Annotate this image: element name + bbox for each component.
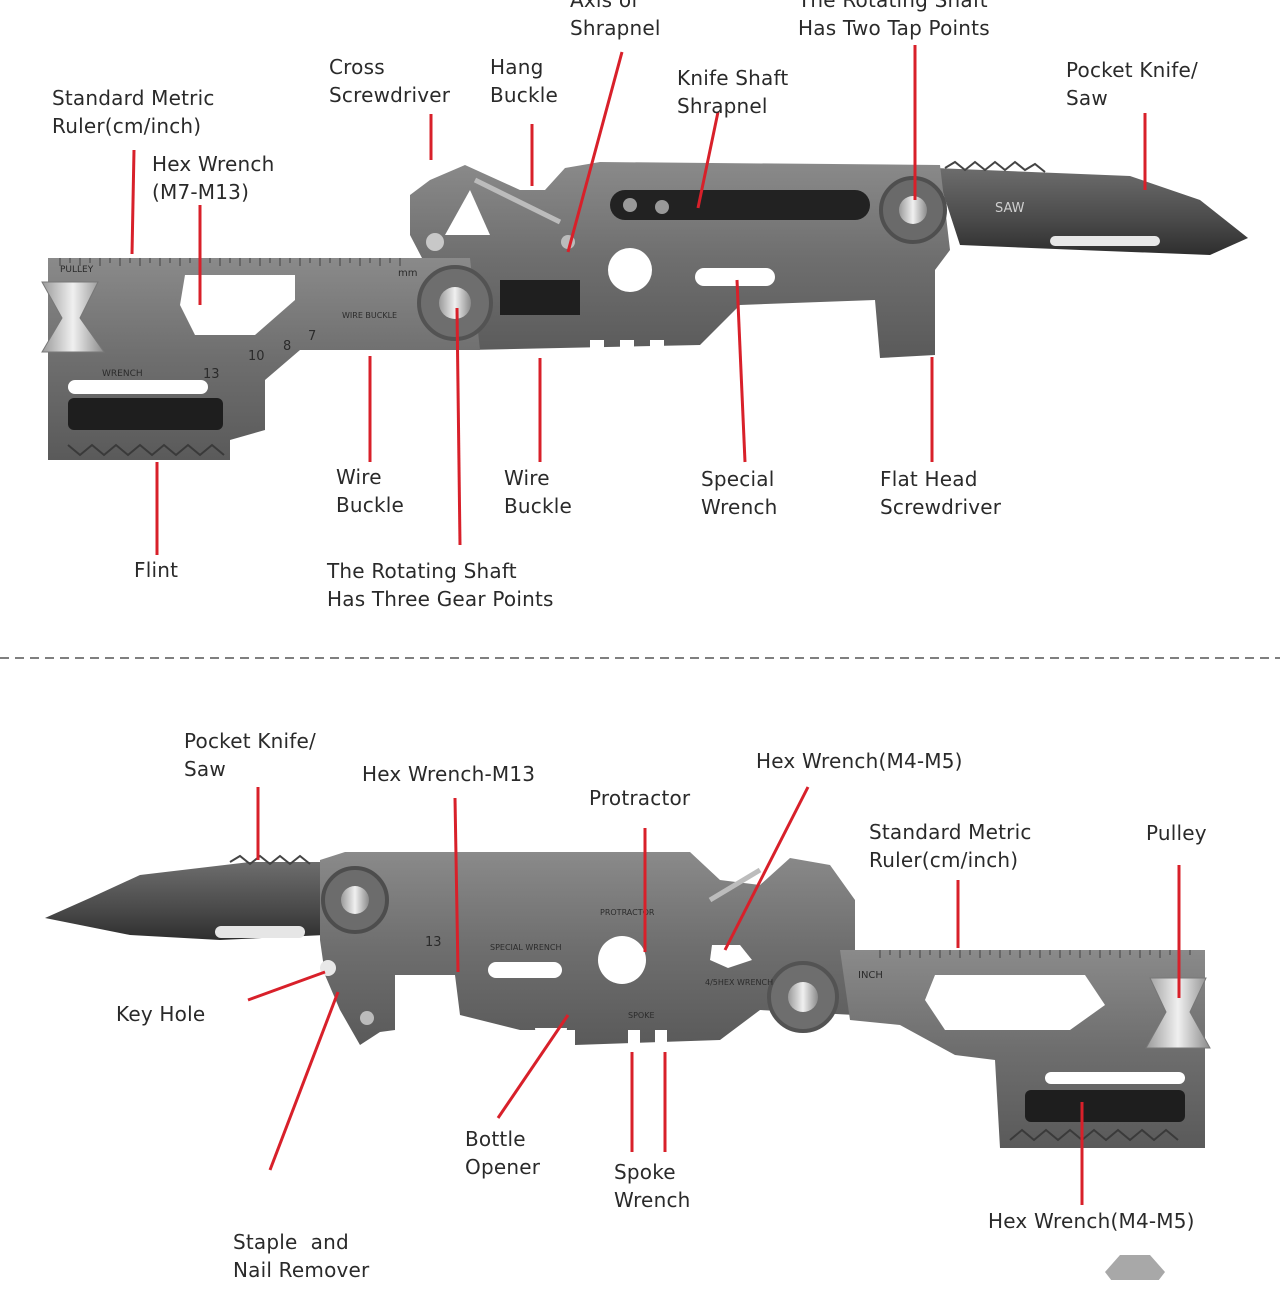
bottom-callout-lines — [247, 786, 1181, 1205]
top-triangle-hole — [445, 190, 490, 235]
label-pocket-knife-saw-bottom: Pocket Knife/Saw — [184, 729, 316, 781]
bottom-engrave-hex-wrench: 4/5HEX WRENCH — [705, 978, 773, 987]
label-hex-wrench-m4-m5-top: Hex Wrench(M4-M5) — [756, 749, 963, 773]
top-rivet — [623, 198, 637, 212]
bottom-wrench-slot — [488, 962, 562, 978]
top-round-hole — [608, 248, 652, 292]
bottom-blade-slot — [215, 926, 305, 938]
top-blade-slot — [1050, 236, 1160, 246]
top-hex-hole — [180, 275, 295, 335]
top-callout-lines — [130, 45, 1147, 555]
top-flint — [68, 398, 223, 430]
top-ruler-ticks — [59, 258, 401, 266]
top-engrave-size-10: 10 — [248, 349, 265, 364]
label-pocket-knife-saw-top: Pocket Knife/Saw — [1066, 58, 1198, 110]
bottom-engrave-special-wrench: SPECIAL WRENCH — [490, 943, 561, 952]
top-engrave-size-7: 7 — [308, 329, 316, 344]
bottom-knife-blade — [45, 862, 335, 940]
top-slot — [68, 380, 208, 394]
top-engrave-saw: SAW — [995, 201, 1025, 216]
label-hex-wrench-top: Hex Wrench(M7-M13) — [152, 152, 275, 204]
bottom-ruler-ticks — [879, 950, 1191, 958]
bottom-hex-hole — [710, 945, 752, 968]
bottom-engrave-inch: INCH — [858, 970, 883, 981]
top-engrave-pulley: PULLEY — [60, 265, 94, 275]
top-engrave-mm: mm — [398, 268, 417, 279]
top-engrave-size-13: 13 — [203, 367, 220, 382]
top-engrave-size-8: 8 — [283, 339, 291, 354]
brand-hex-logo — [1105, 1255, 1165, 1280]
multitool-diagram: PULLEY WRENCH mm WIRE BUCKLE SAW 13 10 8… — [0, 0, 1280, 1282]
bottom-engrave-protractor: PROTRACTOR — [600, 908, 655, 917]
bottom-hex-bit — [1025, 1090, 1185, 1122]
label-key-hole: Key Hole — [116, 1002, 206, 1026]
top-saw-bottom — [67, 443, 225, 457]
bottom-saw-teeth — [229, 854, 311, 866]
bottom-engrave-spoke: SPOKE — [628, 1011, 655, 1020]
label-flint: Flint — [134, 558, 179, 582]
top-wrench-slot — [695, 268, 775, 286]
top-knife-blade — [935, 168, 1248, 255]
label-protractor: Protractor — [589, 786, 691, 810]
top-rivet — [655, 200, 669, 214]
top-shrapnel-bar — [610, 190, 870, 220]
bottom-engrave-size: 13 — [425, 935, 442, 950]
label-pulley: Pulley — [1146, 821, 1207, 845]
bottom-slot — [1045, 1072, 1185, 1084]
bottom-pulley — [1145, 977, 1211, 1049]
bottom-tool — [45, 852, 1211, 1148]
top-hang-loop — [473, 177, 562, 225]
tool-illustrations: PULLEY WRENCH mm WIRE BUCKLE SAW 13 10 8… — [0, 45, 1280, 1280]
top-wire-buckle-notch — [345, 350, 385, 370]
bottom-main-body — [320, 852, 855, 1045]
bottom-saw-bottom — [1009, 1128, 1179, 1142]
top-saw-teeth — [944, 160, 1046, 173]
top-pulley — [41, 281, 105, 353]
bottom-hang-loop — [708, 867, 762, 903]
top-engrave-wire-buckle: WIRE BUCKLE — [342, 311, 397, 320]
label-hex-wrench-m4-m5-bottom: Hex Wrench(M4-M5) — [988, 1209, 1195, 1233]
bottom-hex-cutout — [925, 975, 1105, 1030]
top-black-clip — [500, 280, 580, 315]
label-hex-wrench-m13: Hex Wrench-M13 — [362, 762, 536, 786]
bottom-protractor-hole — [598, 936, 646, 984]
top-tool — [41, 160, 1248, 460]
top-engrave-wrench: WRENCH — [102, 369, 143, 379]
